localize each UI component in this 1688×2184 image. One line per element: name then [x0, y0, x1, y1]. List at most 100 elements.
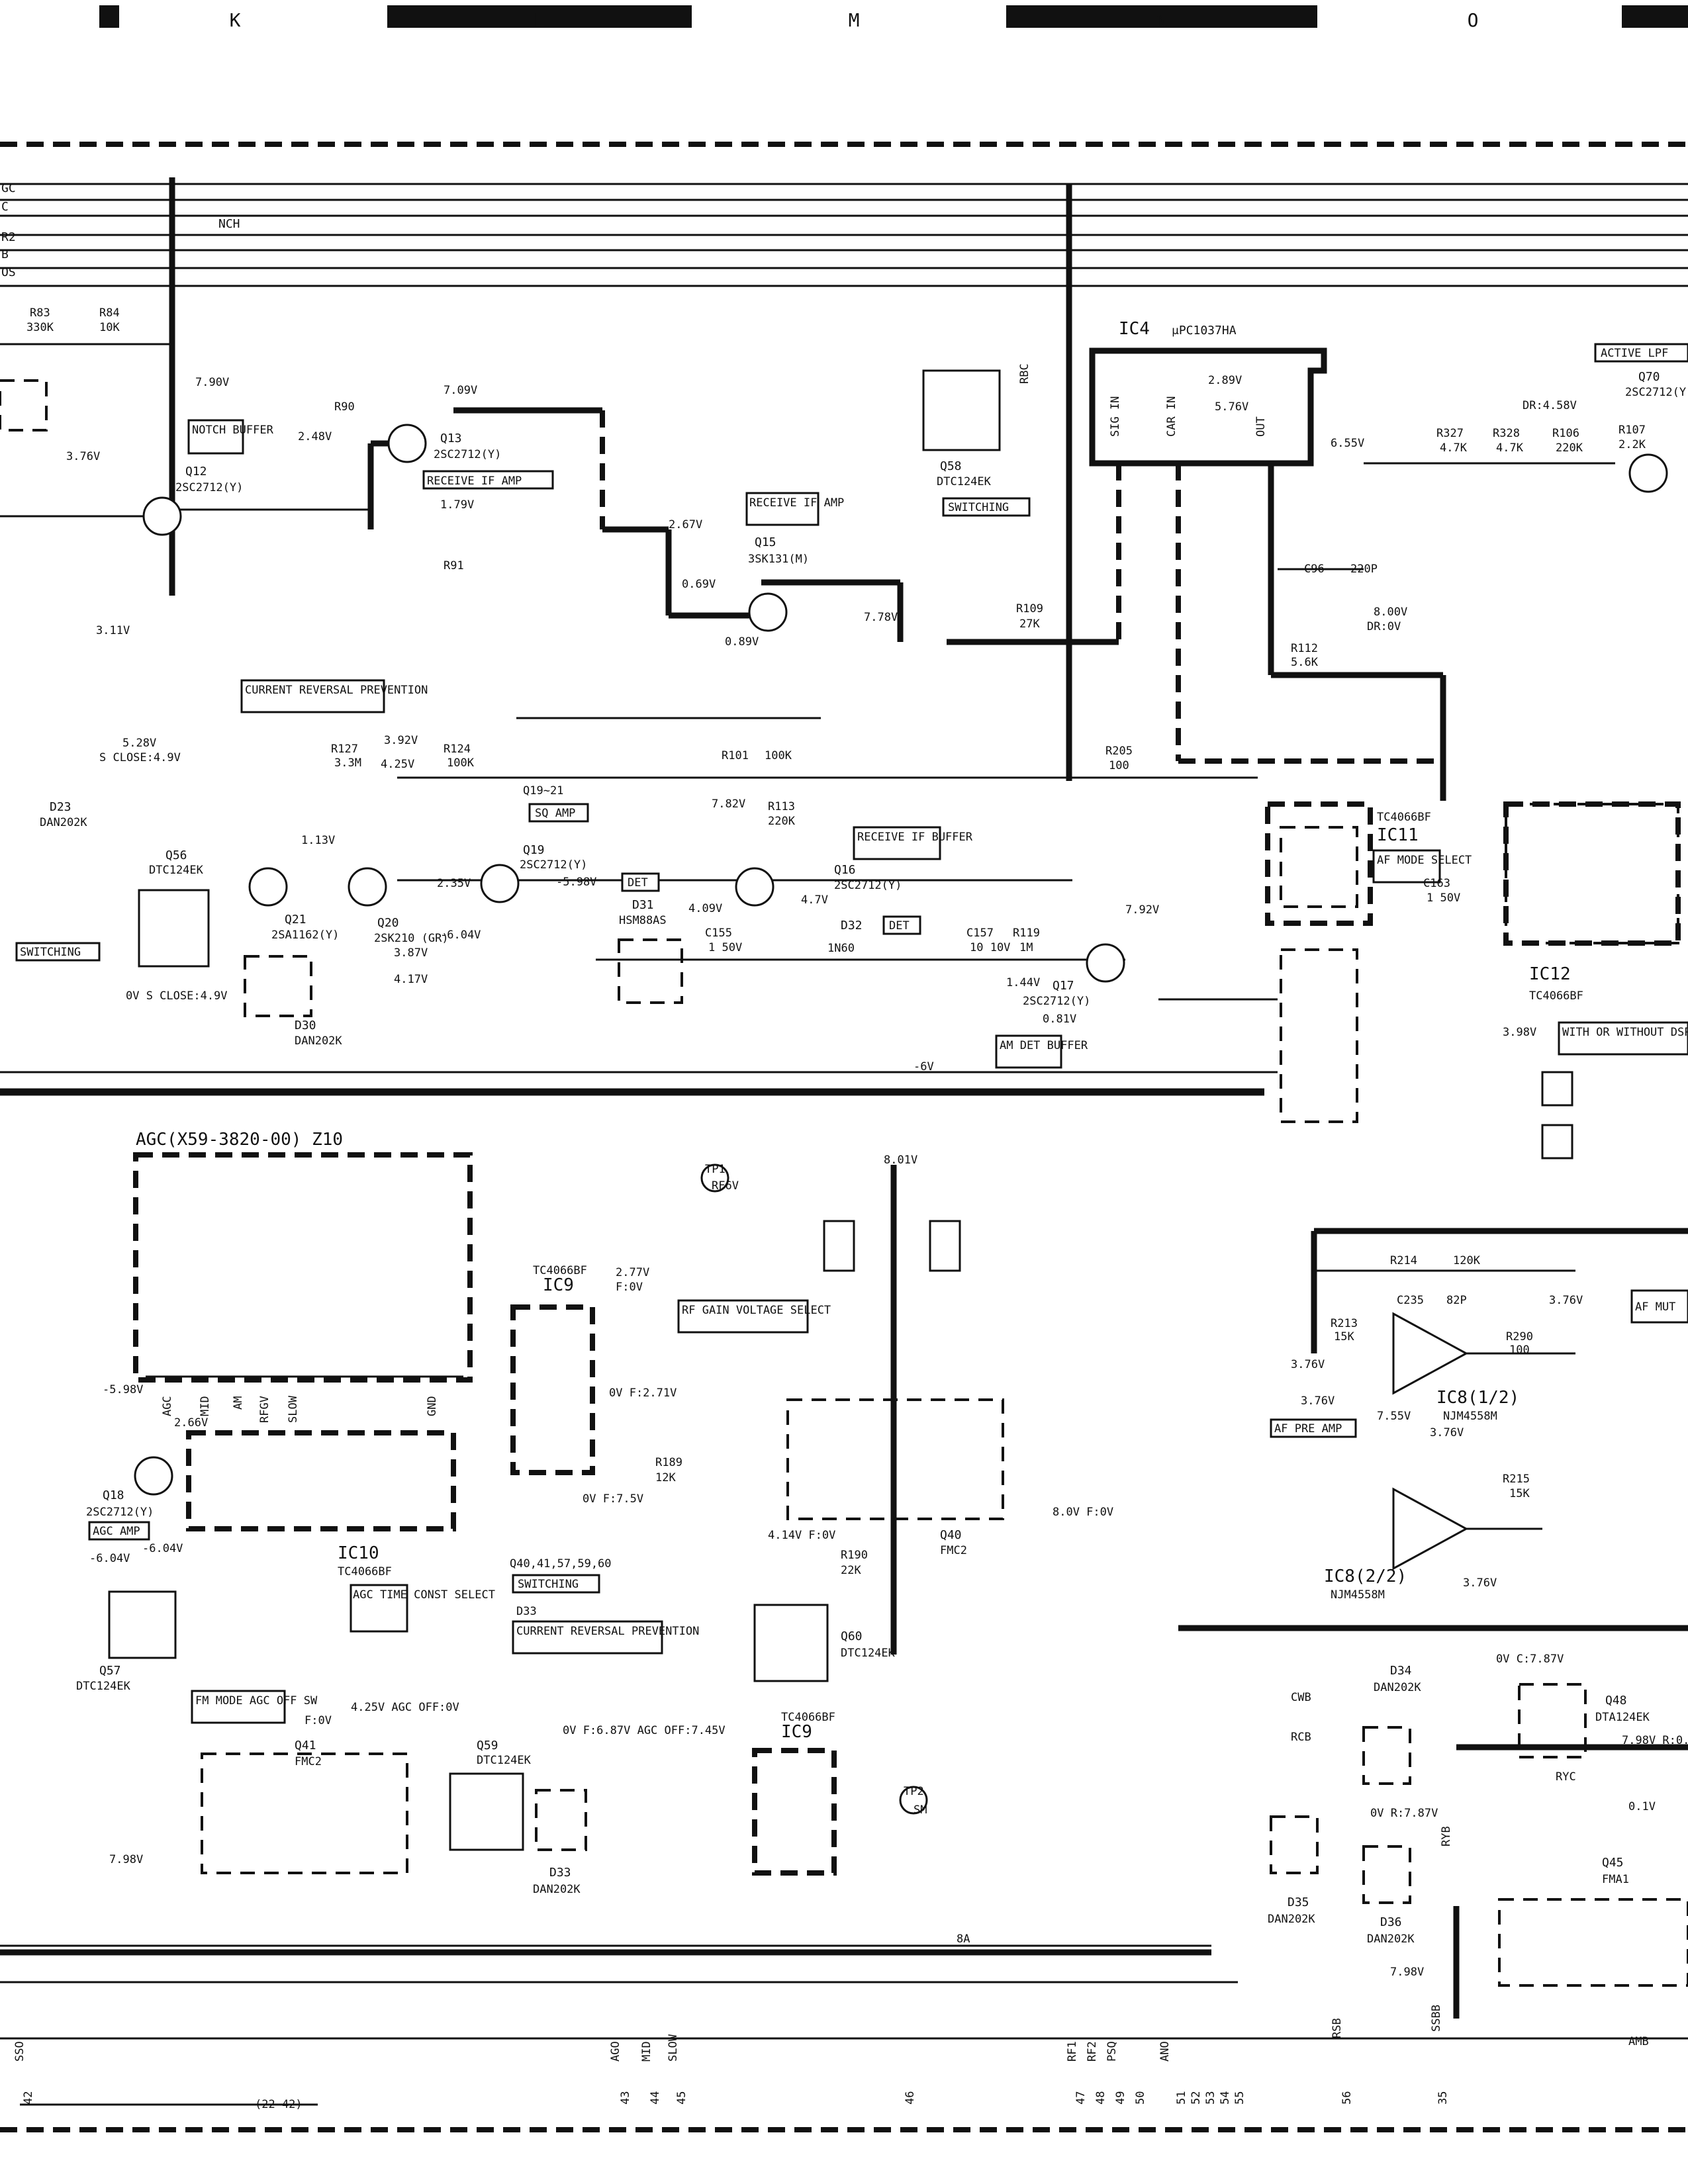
agc-title: AGC(X59-3820-00) Z10: [136, 1130, 343, 1150]
d33-part: DAN202K: [533, 1883, 581, 1896]
q40-ref: Q40: [940, 1528, 962, 1542]
v-604a: -6.04V: [89, 1552, 130, 1565]
label-am-det-buffer: AM DET BUFFER: [1000, 1039, 1088, 1052]
ic4-pin-sig-in: SIG IN: [1109, 396, 1122, 437]
conn-pin-49: 49: [1114, 2091, 1127, 2105]
v-277f: F:0V: [616, 1281, 643, 1294]
r218-val: 100: [1509, 1343, 1530, 1357]
agc-pin-rfgv: RFGV: [258, 1396, 271, 1423]
q48-ref: Q48: [1605, 1694, 1627, 1707]
v-798: 7.98V: [109, 1853, 143, 1866]
v-414: 4.14V F:0V: [768, 1529, 835, 1542]
ic9-blocks: IC9 TC4066BF IC9 TC4066BF: [510, 1220, 961, 1876]
r215-val: 15K: [1509, 1487, 1530, 1500]
ic9-ref-top: IC9: [543, 1275, 574, 1295]
ic11-ic12-blocks: TC4066BF IC11 IC12 TC4066BF: [1265, 801, 1681, 1160]
ref-q40-group: Q40,41,57,59,60: [510, 1557, 612, 1570]
ic4-part: μPC1037HA: [1172, 324, 1237, 338]
grid-col-n: N: [1156, 9, 1168, 31]
transistors: Q12 2SC2712(Y) Q13 2SC2712(Y) Q15 3SK131…: [76, 369, 1688, 1886]
r113-ref: R113: [768, 800, 795, 813]
edge-label-b: B: [1, 248, 9, 261]
ic10-part: TC4066BF: [338, 1565, 392, 1578]
label-notch-buffer: NOTCH BUFFER: [192, 424, 274, 437]
v-425a: 4.25V AGC OFF:0V: [351, 1701, 459, 1714]
voltage-annotations: 7.90V 7.09V 2.48V 3.76V 3.11V 1.79V 2.67…: [66, 376, 1688, 1979]
q15-part: 3SK131(M): [748, 553, 809, 566]
v-267: 2.67V: [669, 518, 702, 531]
r327-val: 4.7K: [1496, 441, 1524, 455]
v-248: 2.48V: [298, 430, 332, 443]
r126-val: 100K: [447, 756, 475, 770]
label-det: DET: [628, 876, 648, 889]
label-receive-if-amp-2: RECEIVE IF AMP: [749, 496, 844, 510]
v-778: 7.78V: [864, 611, 898, 624]
q41-part: FMC2: [295, 1755, 322, 1768]
q16-part: 2SC2712(Y): [834, 879, 902, 892]
diodes: D23 DAN202K D30 DAN202K D31 HSM88AS D32 …: [40, 800, 1421, 1946]
r113-val: 220K: [768, 815, 796, 828]
q60-ref: Q60: [841, 1629, 863, 1643]
r326-val: 4.7K: [1440, 441, 1468, 455]
q18-ref: Q18: [103, 1488, 124, 1502]
label-active-lpf: ACTIVE LPF: [1601, 347, 1668, 360]
ref-q19-group: Q19~21: [523, 784, 563, 797]
if-signal-path: [0, 343, 1615, 1073]
top-bus-lines: [0, 183, 1688, 287]
v-277: 2.77V: [616, 1266, 649, 1279]
tp2-label: TP2: [904, 1785, 924, 1798]
conn-pin-44: 44: [649, 2091, 662, 2105]
label-receive-if-buffer: RECEIVE IF BUFFER: [857, 831, 973, 844]
ic4-v1: 2.89V: [1208, 374, 1242, 387]
v-47: 4.7V: [801, 893, 828, 907]
grid-header: K L M N O: [99, 5, 1688, 31]
v-798b: 7.98V: [1390, 1966, 1424, 1979]
r189-ref: R189: [655, 1456, 682, 1469]
conn-pin-48: 48: [1094, 2091, 1107, 2105]
d23-ref: D23: [50, 800, 71, 814]
c94-ref: C157: [966, 927, 994, 940]
label-fm-mode: FM MODE AGC OFF SW: [195, 1694, 318, 1707]
conn-name-mid: MID: [640, 2041, 653, 2062]
transistor-array-boxes: [0, 379, 1688, 1987]
d33-ref: D33: [549, 1866, 571, 1880]
agc-pin-agc: AGC: [161, 1396, 174, 1416]
q70-ref: Q70: [1638, 370, 1660, 384]
r126-ref: R124: [444, 743, 471, 756]
v-604: -6.04V: [440, 929, 481, 942]
c85-val: 220P: [1350, 563, 1378, 576]
v-376b: 3.76V: [1291, 1358, 1325, 1371]
v-787r: 0V R:7.87V: [1370, 1807, 1438, 1820]
r190-ref: R190: [841, 1549, 868, 1562]
q41-ref: Q41: [295, 1739, 316, 1752]
c221-val: 82P: [1446, 1294, 1467, 1307]
v-376a: 3.76V: [1549, 1294, 1583, 1307]
r119-val: 1M: [1019, 941, 1033, 954]
r214-ref: R214: [1390, 1254, 1417, 1267]
v-417: 4.17V: [394, 973, 428, 986]
d31-ref: D31: [632, 898, 654, 912]
d36-part: DAN202K: [1367, 1933, 1415, 1946]
tp1-value: RF6V: [712, 1179, 739, 1193]
v-neg6: -6V: [914, 1060, 934, 1073]
function-labels: NOTCH BUFFER RECEIVE IF AMP RECEIVE IF A…: [15, 343, 1688, 1724]
v-311: 3.11V: [96, 624, 130, 637]
v-425: 4.25V: [381, 758, 414, 771]
q59-ref: Q59: [477, 1739, 498, 1752]
d30-ref: D30: [295, 1019, 316, 1032]
q15-ref: Q15: [755, 535, 776, 549]
v-235: 2.35V: [437, 877, 471, 890]
v-458: DR:4.58V: [1523, 399, 1577, 412]
v-089: 0.89V: [725, 635, 759, 649]
r205-val: 100: [1109, 759, 1129, 772]
v-392: 3.92V: [384, 734, 418, 747]
conn-pin-54: 54: [1219, 2091, 1232, 2105]
r119-ref: R119: [1013, 927, 1040, 940]
ic9-ref-bottom: IC9: [781, 1722, 812, 1742]
v-798c: 7.98V R:0.1V: [1622, 1734, 1688, 1747]
conn-pin-53: 53: [1204, 2091, 1217, 2105]
r84-ref: R84: [99, 306, 120, 320]
ic8a-ref: IC8(1/2): [1436, 1388, 1519, 1408]
v-800: 8.00V: [1374, 606, 1407, 619]
d36-ref: D36: [1380, 1915, 1402, 1929]
